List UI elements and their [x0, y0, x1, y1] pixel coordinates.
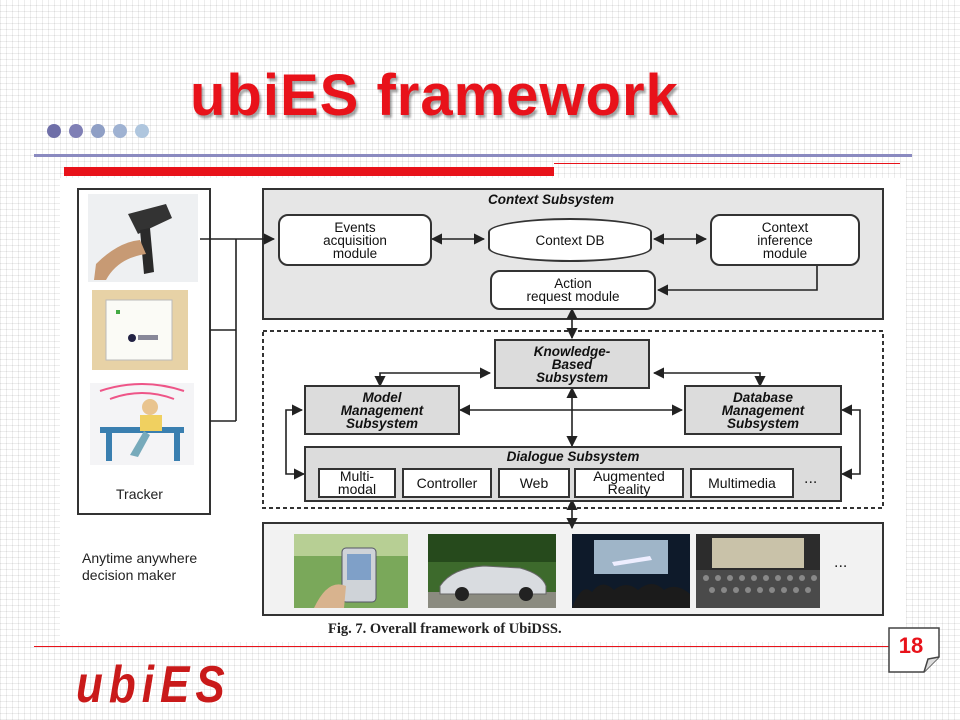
sensor-device-picture: [92, 290, 188, 370]
dialogue-more: ...: [804, 470, 818, 487]
red-rule-thin: [554, 163, 900, 164]
tracker-label: Tracker: [116, 486, 163, 502]
slide-title: ubiES framework: [190, 63, 679, 128]
photos-more: ...: [834, 554, 848, 571]
page-number-icon: [888, 627, 940, 673]
crowd-hall-photo: [696, 534, 820, 608]
red-rule: [64, 167, 554, 176]
dialogue-item-multimodal: Multi-modal: [318, 468, 396, 498]
page-number: 18: [898, 633, 924, 658]
dialogue-item-multimedia: Multimedia: [690, 468, 794, 498]
car-photo: [428, 534, 556, 608]
ubies-logo: ubiES: [76, 656, 231, 714]
dialogue-subsystem-title: Dialogue Subsystem: [506, 449, 640, 464]
context-db: Context DB: [488, 218, 652, 262]
pda-photo: [294, 534, 408, 608]
dialogue-item-controller: Controller: [402, 468, 492, 498]
dialogue-item-web: Web: [498, 468, 570, 498]
footer-rule: [34, 646, 912, 647]
title-rule: [34, 154, 912, 157]
context-subsystem-title: Context Subsystem: [488, 192, 615, 207]
figure-caption: Fig. 7. Overall framework of UbiDSS.: [328, 621, 562, 637]
audience-screen-photo: [572, 534, 690, 608]
scanner-device-picture: [88, 194, 198, 282]
person-on-bench-picture: [90, 383, 194, 465]
